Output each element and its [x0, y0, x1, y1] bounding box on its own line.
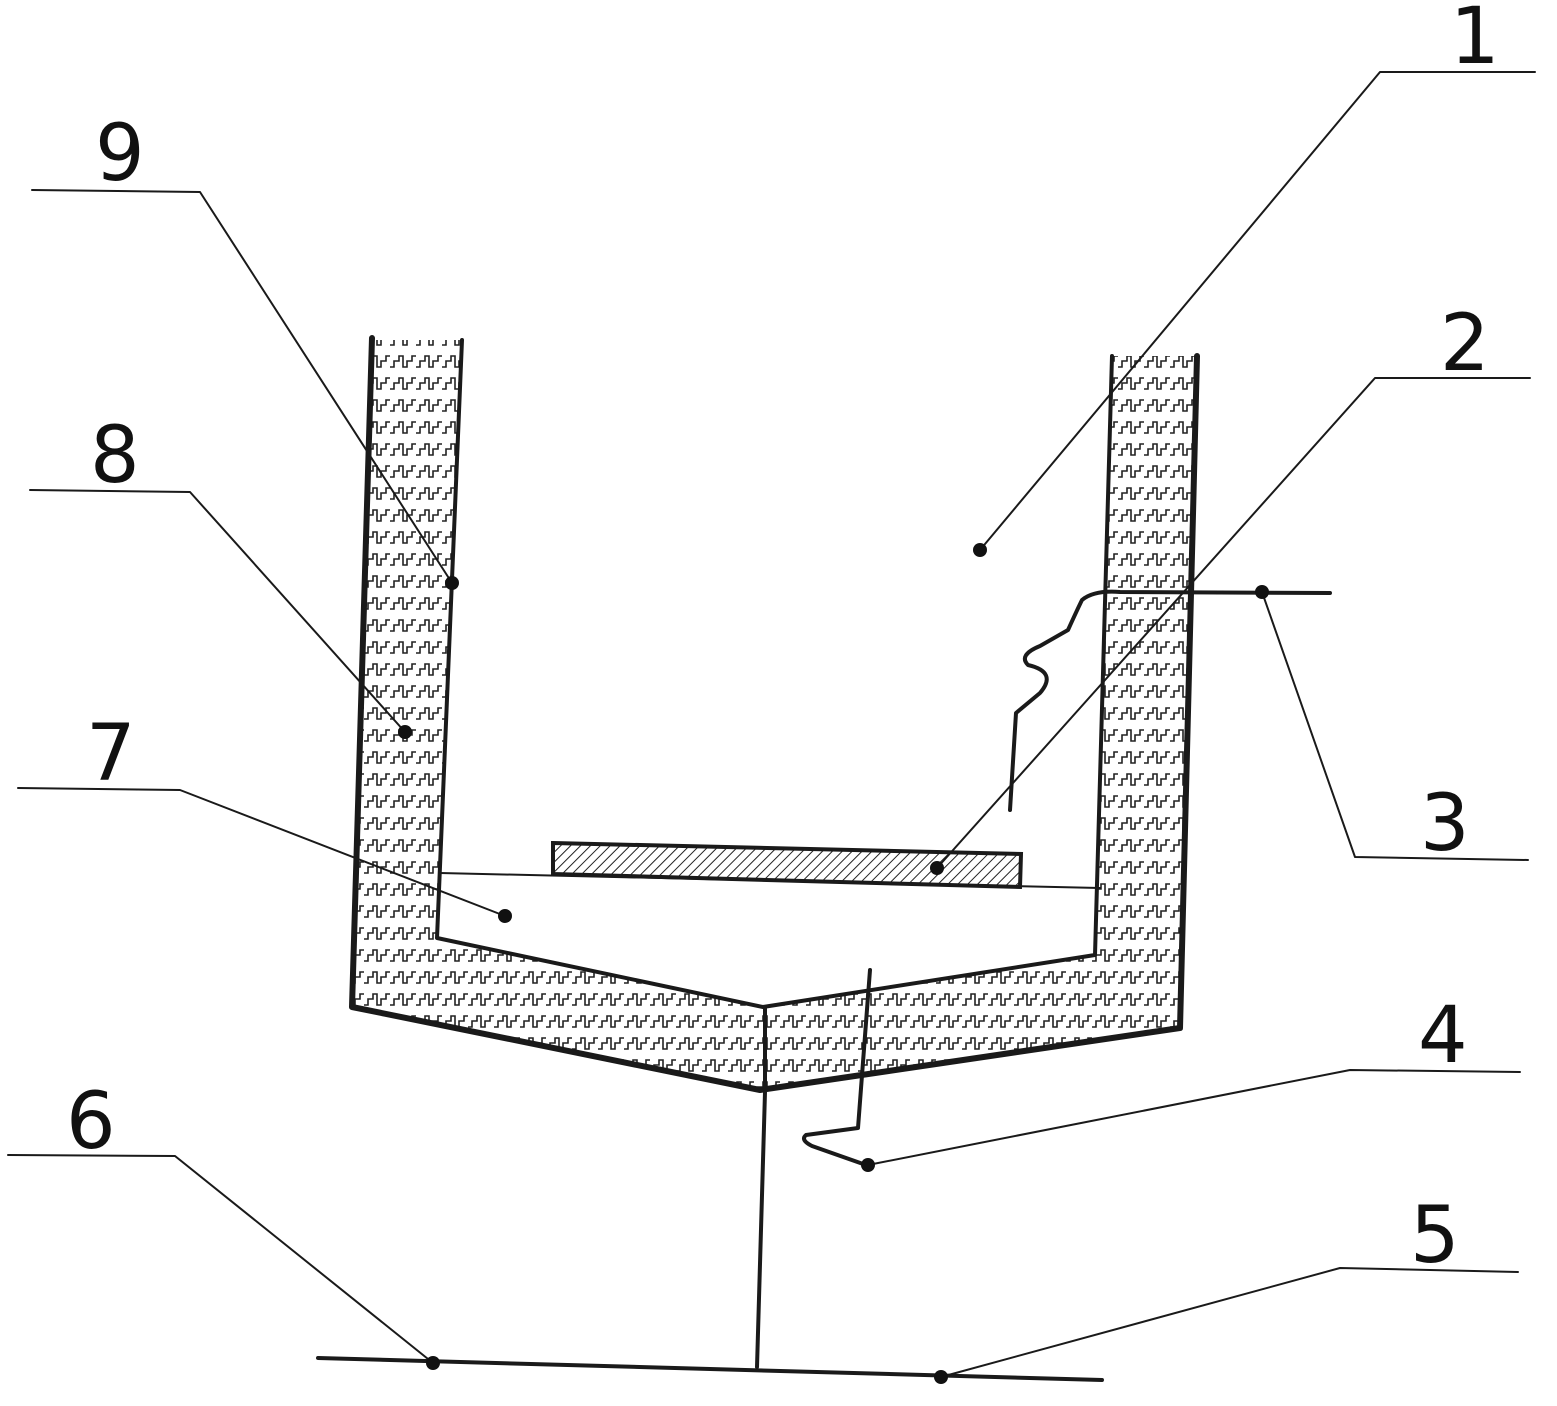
wire-top — [1008, 589, 1332, 812]
support-stem — [755, 1005, 767, 1369]
vessel-wall — [349, 335, 1200, 1093]
label-7: 7 — [86, 709, 136, 799]
label-8: 8 — [90, 411, 140, 501]
label-1: 1 — [1450, 0, 1500, 82]
label-5: 5 — [1410, 1191, 1460, 1281]
label-2: 2 — [1440, 299, 1490, 389]
hatched-plate — [551, 840, 1024, 890]
leader-lines — [7, 71, 1536, 1378]
number-labels: 1 2 3 4 5 6 7 8 9 — [66, 0, 1500, 1281]
reference-points — [398, 543, 1269, 1384]
base-line — [316, 1356, 1104, 1382]
label-3: 3 — [1420, 779, 1470, 869]
label-9: 9 — [95, 109, 145, 199]
label-4: 4 — [1418, 991, 1468, 1081]
label-6: 6 — [66, 1077, 116, 1167]
wire-bottom — [802, 968, 872, 1167]
